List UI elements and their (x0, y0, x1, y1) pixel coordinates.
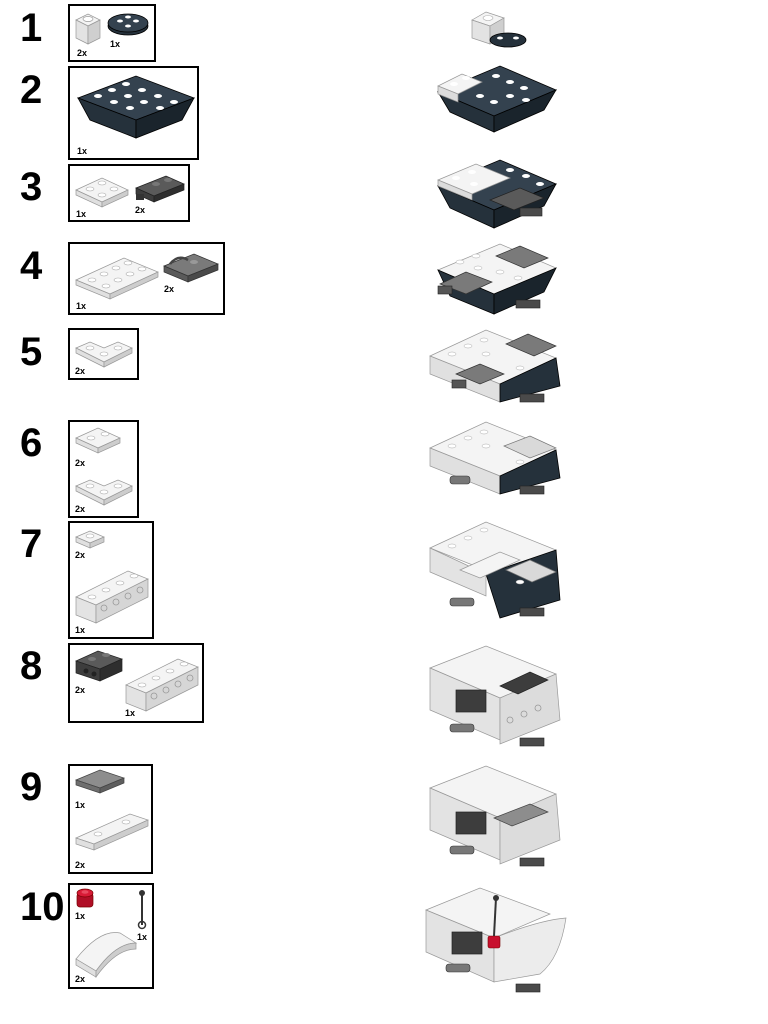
step-number-6: 6 (20, 421, 43, 465)
parts-box-step-3: 1x 2x (68, 164, 190, 222)
part-qty: 2x (75, 685, 86, 695)
gray-tile-1x2-icon (75, 769, 125, 794)
assembly-step-10 (425, 887, 567, 993)
part-qty: 1x (75, 800, 86, 810)
antenna-bar-icon (137, 890, 147, 930)
assembly-step-2 (436, 65, 558, 133)
black-round-plate-icon (107, 13, 149, 36)
white-plate-1x2-icon (75, 427, 121, 454)
white-plate-1x4-icon (75, 813, 149, 851)
part-qty: 1x (76, 209, 87, 219)
part-qty: 1x (137, 932, 148, 942)
step-number-7: 7 (20, 522, 43, 566)
white-plate-2x4-icon (75, 257, 159, 300)
dark-gray-bracket-icon (75, 650, 123, 682)
parts-box-step-9: 1x 2x (68, 764, 153, 874)
part-qty: 2x (164, 284, 175, 294)
assembly-step-4 (437, 243, 557, 315)
white-brick-1x1-icon (75, 13, 101, 45)
assembly-step-5 (429, 329, 561, 403)
part-qty: 2x (75, 974, 86, 984)
part-qty: 2x (75, 504, 86, 514)
red-round-brick-icon (76, 888, 94, 908)
white-corner-plate-icon (75, 341, 133, 368)
step-number-10: 10 (20, 885, 65, 929)
assembly-step-7 (429, 521, 561, 619)
part-qty: 2x (75, 366, 86, 376)
part-qty: 2x (75, 550, 86, 560)
part-qty: 1x (75, 625, 86, 635)
part-qty: 2x (135, 205, 146, 215)
white-corner-plate-icon (75, 479, 133, 506)
part-qty: 1x (125, 708, 136, 718)
assembly-step-1 (471, 11, 527, 48)
gray-handle-plate-icon (163, 253, 219, 283)
black-inverted-slope-icon (76, 75, 196, 139)
parts-box-step-5: 2x (68, 328, 139, 380)
parts-box-step-4: 1x 2x (68, 242, 225, 315)
step-number-4: 4 (20, 244, 43, 288)
assembly-step-3 (436, 159, 558, 229)
step-number-9: 9 (20, 765, 43, 809)
step-number-2: 2 (20, 68, 43, 112)
assembly-step-6 (429, 421, 561, 495)
part-qty: 2x (75, 458, 86, 468)
parts-box-step-1: 2x 1x (68, 4, 156, 62)
parts-box-step-8: 2x 1x (68, 643, 204, 723)
white-plate-2x2-icon (75, 177, 129, 208)
part-qty: 1x (75, 911, 86, 921)
dark-gray-clip-plate-icon (135, 175, 185, 203)
parts-box-step-7: 2x 1x (68, 521, 154, 639)
step-number-1: 1 (20, 6, 43, 50)
assembly-step-9 (429, 765, 561, 867)
white-technic-brick-1x4-icon (75, 570, 149, 624)
parts-box-step-10: 1x 1x 2x (68, 883, 154, 989)
part-qty: 1x (77, 146, 88, 156)
assembly-step-8 (429, 645, 561, 747)
parts-box-step-2: 1x (68, 66, 199, 160)
part-qty: 2x (75, 860, 86, 870)
part-qty: 1x (110, 39, 121, 49)
white-curved-slope-icon (75, 932, 138, 979)
white-technic-brick-1x4-icon (125, 658, 199, 712)
step-number-5: 5 (20, 330, 43, 374)
part-qty: 2x (77, 48, 88, 58)
step-number-8: 8 (20, 644, 43, 688)
part-qty: 1x (76, 301, 87, 311)
white-plate-1x1-icon (75, 530, 105, 549)
parts-box-step-6: 2x 2x (68, 420, 139, 518)
step-number-3: 3 (20, 165, 43, 209)
